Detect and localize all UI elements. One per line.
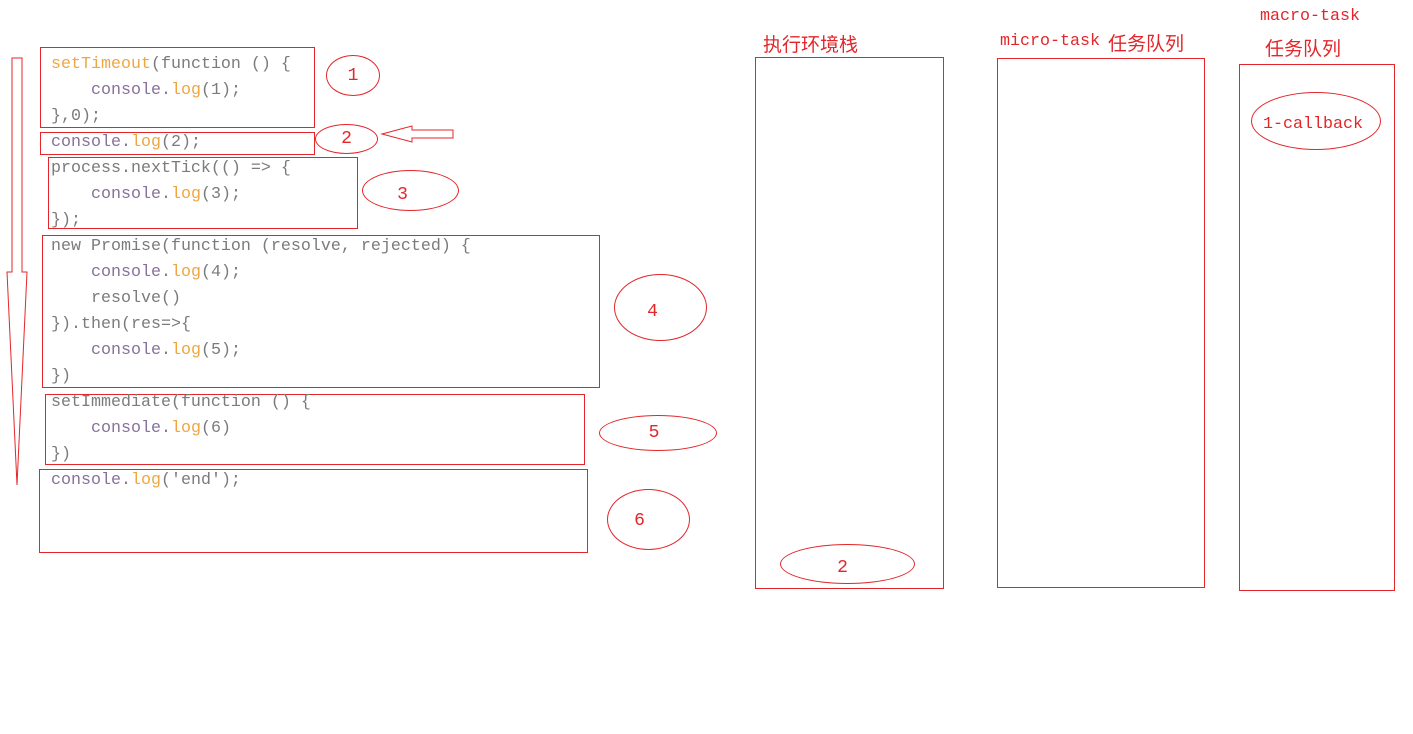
code-token: (4);: [200, 263, 241, 282]
code-token: (5);: [200, 341, 241, 360]
step-marker-1: 1: [326, 55, 380, 96]
step-marker-3: 3: [362, 170, 459, 211]
code-token: log: [130, 133, 161, 152]
step-marker-label: 6: [634, 510, 645, 531]
code-line: process.nextTick(() => {: [51, 156, 291, 182]
step-marker-label: 3: [397, 184, 408, 205]
code-line: console. log (5);: [51, 338, 471, 364]
code-line: console. log (2);: [51, 130, 201, 156]
code-line: console. log ('end');: [51, 468, 241, 494]
code-token: ('end');: [160, 471, 241, 490]
execution-stack-title: 执行环境栈: [763, 34, 859, 56]
step-marker-label: 2: [341, 129, 352, 149]
code-block-settimeout: setTimeout (function () { console. log (…: [40, 47, 315, 128]
code-block-nexttick: process.nextTick(() => { console. log (3…: [48, 157, 358, 230]
code-token: console.: [51, 341, 171, 360]
step-marker-label: 5: [648, 423, 660, 443]
macro-task-queue-panel: 1-callback: [1239, 64, 1395, 591]
code-line: setImmediate(function () {: [51, 390, 311, 416]
step-marker-5: 5: [599, 415, 717, 451]
code-token: (1);: [200, 81, 241, 100]
code-line: }).then(res=>{: [51, 312, 471, 338]
stack-item-label: 2: [837, 558, 848, 578]
code-line: console. log (3);: [51, 182, 291, 208]
code-token: }): [51, 445, 71, 464]
code-token: console.: [51, 263, 171, 282]
step-marker-2: 2: [315, 124, 378, 154]
code-lines: console. log (2);: [51, 130, 201, 156]
code-lines: new Promise(function (resolve, rejected)…: [51, 234, 471, 390]
code-token: resolve(): [51, 289, 181, 308]
code-line: console. log (6): [51, 416, 311, 442]
code-token: console.: [51, 185, 171, 204]
code-token: });: [51, 211, 81, 230]
code-token: },0);: [51, 107, 101, 126]
code-block-console-log-end: console. log ('end');: [39, 469, 588, 553]
code-lines: console. log ('end');: [51, 468, 241, 494]
code-line: console. log (1);: [51, 78, 291, 104]
code-token: new Promise(function (resolve, rejected)…: [51, 237, 471, 256]
code-token: log: [170, 341, 201, 360]
code-line: console. log (4);: [51, 260, 471, 286]
code-block-promise: new Promise(function (resolve, rejected)…: [42, 235, 600, 388]
code-block-console-log-2: console. log (2);: [40, 132, 315, 155]
code-token: console.: [51, 133, 131, 152]
code-line: }): [51, 364, 471, 390]
down-arrow-icon: [6, 57, 28, 486]
step-marker-6: 6: [607, 489, 690, 550]
macro-task-item-label: 1-callback: [1263, 114, 1363, 134]
code-lines: process.nextTick(() => { console. log (3…: [51, 156, 291, 234]
macro-task-title: macro-task: [1260, 7, 1360, 26]
code-token: (3);: [200, 185, 241, 204]
left-arrow-icon: [380, 125, 454, 143]
code-token: log: [170, 81, 201, 100]
code-token: setImmediate(function () {: [51, 393, 311, 412]
code-token: log: [130, 471, 161, 490]
code-token: console.: [51, 471, 131, 490]
stack-item: 2: [780, 544, 915, 584]
code-token: setTimeout: [51, 55, 151, 74]
step-marker-4: 4: [614, 274, 707, 341]
code-token: process.nextTick(() => {: [51, 159, 291, 178]
code-token: }): [51, 367, 71, 386]
code-token: (function () {: [150, 55, 291, 74]
code-token: console.: [51, 419, 171, 438]
step-marker-label: 1: [347, 65, 359, 86]
code-line: },0);: [51, 104, 291, 130]
micro-task-queue-panel: [997, 58, 1205, 588]
micro-task-title-zh: 任务队列: [1108, 33, 1185, 55]
code-token: console.: [51, 81, 171, 100]
code-block-setimmediate: setImmediate(function () { console. log …: [45, 393, 585, 465]
execution-stack-panel: 2: [755, 57, 944, 589]
code-token: (2);: [160, 133, 201, 152]
macro-task-title-zh: 任务队列: [1265, 38, 1342, 60]
step-marker-label: 4: [647, 301, 658, 322]
code-lines: setTimeout (function () { console. log (…: [51, 52, 291, 130]
code-lines: setImmediate(function () { console. log …: [51, 390, 311, 468]
code-token: (6): [200, 419, 231, 438]
code-line: }): [51, 442, 311, 468]
code-token: log: [170, 185, 201, 204]
macro-task-item: 1-callback: [1251, 92, 1381, 150]
code-token: }).then(res=>{: [51, 315, 191, 334]
code-token: log: [170, 419, 201, 438]
code-token: log: [170, 263, 201, 282]
code-line: resolve(): [51, 286, 471, 312]
code-line: new Promise(function (resolve, rejected)…: [51, 234, 471, 260]
code-line: setTimeout (function () {: [51, 52, 291, 78]
code-line: });: [51, 208, 291, 234]
micro-task-title: micro-task: [1000, 32, 1100, 51]
